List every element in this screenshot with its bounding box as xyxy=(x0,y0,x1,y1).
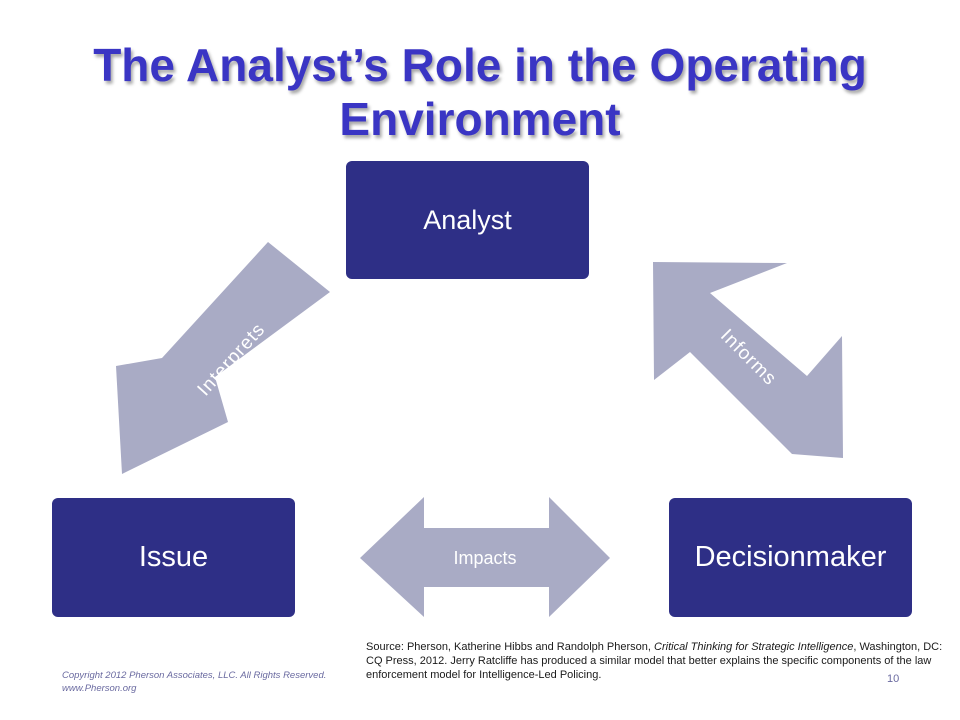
source-book-title: Critical Thinking for Strategic Intellig… xyxy=(654,641,854,653)
informs-arrow: Informs xyxy=(653,262,843,458)
source-prefix: Source: Pherson, Katherine Hibbs and Ran… xyxy=(366,641,655,653)
interprets-arrow-shape xyxy=(116,242,330,474)
page-number: 10 xyxy=(887,673,900,685)
source-suffix: , Washington, DC: CQ Press, 2012. Jerry … xyxy=(366,641,943,681)
issue-label: Issue xyxy=(138,541,209,573)
impacts-label: Impacts xyxy=(453,548,516,568)
impacts-arrow: Impacts xyxy=(360,497,610,617)
copyright-notice: Copyright 2012 Pherson Associates, LLC. … xyxy=(62,669,372,695)
interprets-arrow: Interprets xyxy=(116,242,330,474)
informs-arrow-shape xyxy=(653,262,843,458)
website-line: www.Pherson.org xyxy=(62,683,137,694)
analyst-node: Analyst xyxy=(346,161,589,279)
slide-title: The Analyst’s Role in the Operating Envi… xyxy=(93,39,867,145)
copyright-line: Copyright 2012 Pherson Associates, LLC. … xyxy=(62,670,327,681)
decisionmaker-label: Decisionmaker xyxy=(694,541,887,573)
source-citation: Source: Pherson, Katherine Hibbs and Ran… xyxy=(366,640,956,682)
issue-node: Issue xyxy=(52,498,295,617)
decisionmaker-node: Decisionmaker xyxy=(669,498,912,617)
analyst-label: Analyst xyxy=(423,204,512,235)
impacts-arrow-shape xyxy=(360,497,610,617)
